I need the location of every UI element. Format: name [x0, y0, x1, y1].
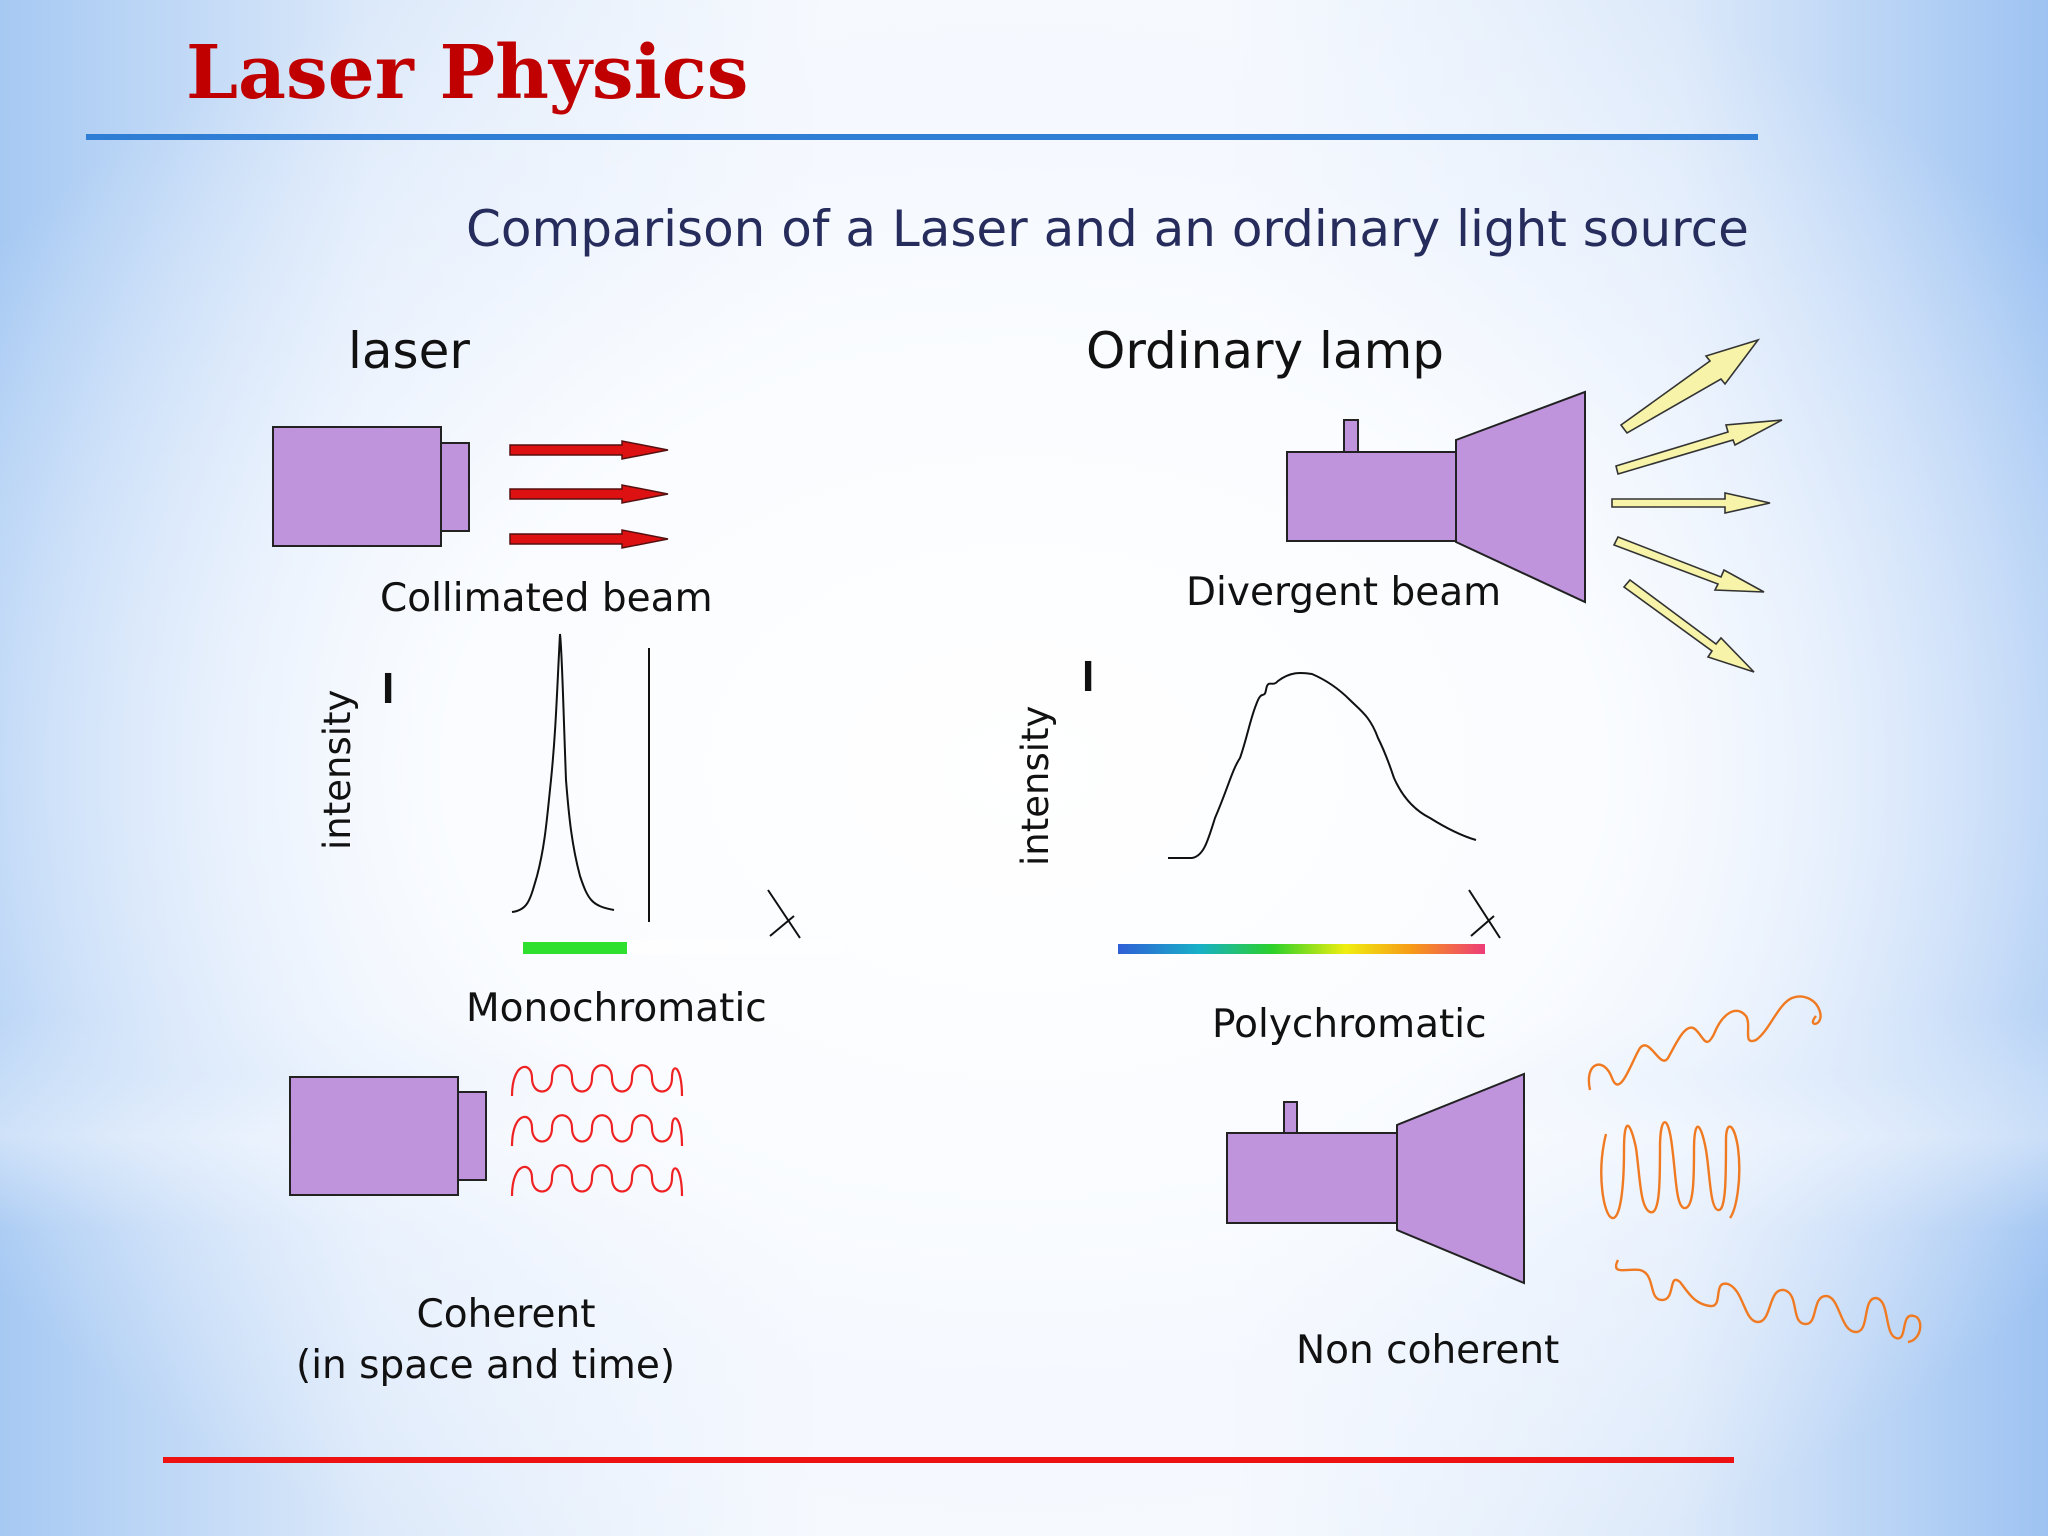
divergent-arrow-3 — [1611, 492, 1771, 514]
incoherent-wave-2 — [1600, 1121, 1741, 1220]
laser-heading: laser — [348, 322, 470, 380]
lamp-intensity-symbol: I — [1082, 652, 1095, 701]
lamp-device-top — [1286, 390, 1586, 604]
coherent-wave-3 — [510, 1164, 684, 1197]
divergent-arrow-4 — [1612, 535, 1765, 593]
monochromatic-label: Monochromatic — [466, 986, 767, 1031]
incoherent-waves — [1587, 995, 1922, 1344]
collimated-arrow-1 — [509, 440, 669, 460]
coherent-label-line2: (in space and time) — [296, 1343, 676, 1388]
divergent-beam-label: Divergent beam — [1186, 570, 1502, 615]
slide-subtitle: Comparison of a Laser and an ordinary li… — [466, 200, 1749, 258]
polychromatic-curve — [1168, 671, 1477, 859]
collimated-arrow-2 — [509, 484, 669, 504]
divergent-arrow-1 — [1619, 338, 1761, 435]
lamp-device-bottom — [1226, 1072, 1525, 1285]
monochromatic-peak-curve — [511, 633, 615, 913]
laser-intensity-symbol: I — [382, 664, 395, 713]
laser-spectrum-graph — [511, 633, 801, 939]
coherent-label: Coherent (in space and time) — [296, 1292, 676, 1388]
collimated-beam-label: Collimated beam — [380, 576, 713, 621]
non-coherent-label: Non coherent — [1296, 1328, 1560, 1373]
monochromatic-band — [523, 942, 627, 954]
incoherent-wave-3 — [1614, 1259, 1922, 1344]
laser-device-bottom — [289, 1076, 487, 1196]
laser-device-top — [272, 426, 470, 547]
coherent-wave-1 — [510, 1064, 684, 1097]
divergent-arrow-5 — [1622, 578, 1755, 673]
lamp-axis-break — [1468, 889, 1501, 939]
slide-title: Laser Physics — [186, 30, 749, 116]
coherent-label-line1: Coherent — [416, 1292, 596, 1337]
incoherent-wave-1 — [1587, 995, 1822, 1091]
footer-rule — [163, 1457, 1734, 1463]
polychromatic-band — [1118, 944, 1485, 954]
collimated-arrow-3 — [509, 529, 669, 549]
laser-axis-break — [767, 889, 801, 939]
divergent-arrows — [1611, 338, 1783, 673]
laser-white-band — [520, 940, 960, 954]
title-underline — [86, 134, 1758, 140]
coherent-waves — [510, 1064, 684, 1197]
lamp-heading: Ordinary lamp — [1086, 322, 1445, 380]
lamp-spectrum-graph — [1168, 671, 1501, 939]
divergent-arrow-2 — [1615, 419, 1783, 476]
collimated-arrows — [509, 440, 669, 549]
coherent-wave-2 — [510, 1114, 684, 1147]
polychromatic-label: Polychromatic — [1212, 1002, 1487, 1047]
